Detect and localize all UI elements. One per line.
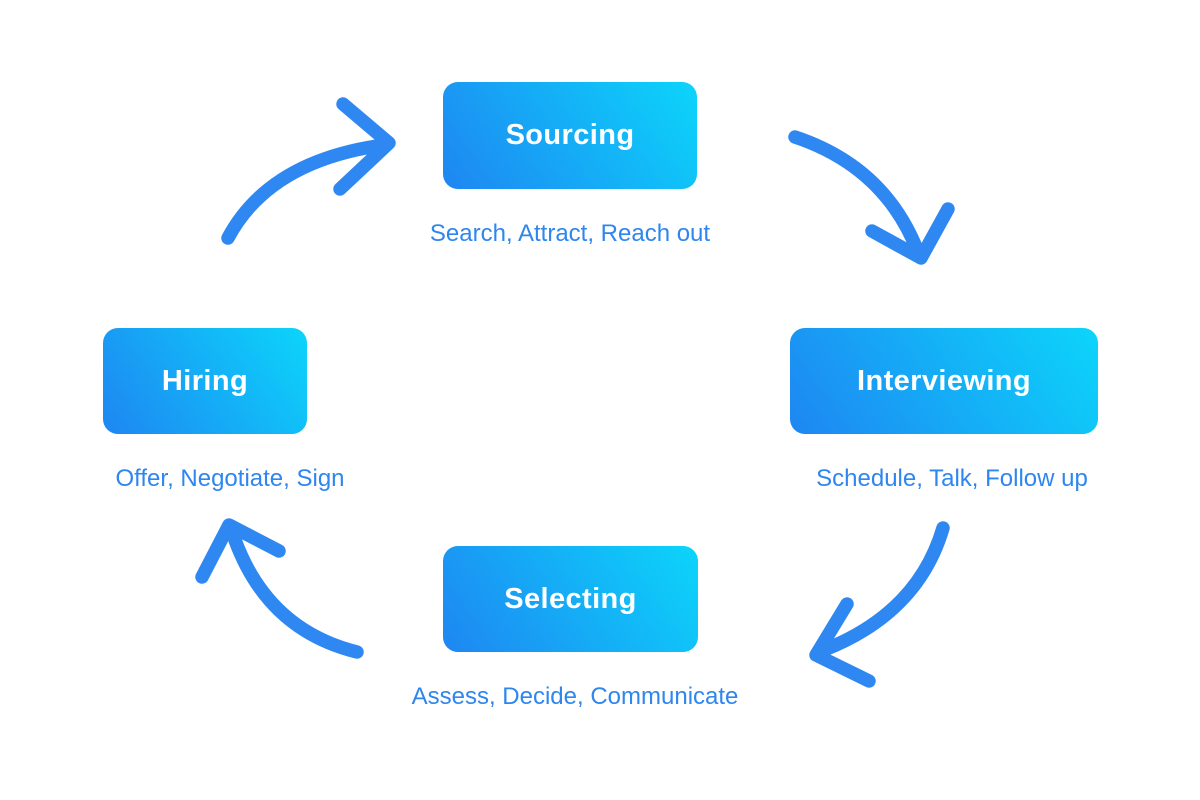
arrow-selecting-to-hiring-icon [195,518,364,659]
stage-label-hiring: Hiring [161,364,249,397]
stage-box-interviewing: Interviewing [790,328,1098,434]
stage-box-sourcing: Sourcing [443,82,697,189]
arrow-interviewing-to-selecting-icon [809,521,950,688]
stage-subtitle-interviewing: Schedule, Talk, Follow up [816,465,1088,492]
stage-subtitle-sourcing: Search, Attract, Reach out [429,220,711,247]
stage-label-selecting: Selecting [504,582,637,615]
arrow-hiring-to-sourcing-icon [221,97,396,245]
stage-box-hiring: Hiring [103,328,307,434]
stage-box-selecting: Selecting [443,546,698,652]
stage-subtitle-selecting: Assess, Decide, Communicate [411,683,739,710]
stage-subtitle-hiring: Offer, Negotiate, Sign [115,465,345,492]
arrow-sourcing-to-interviewing-icon [788,130,955,265]
stage-label-interviewing: Interviewing [857,364,1031,397]
stage-label-sourcing: Sourcing [505,119,635,151]
